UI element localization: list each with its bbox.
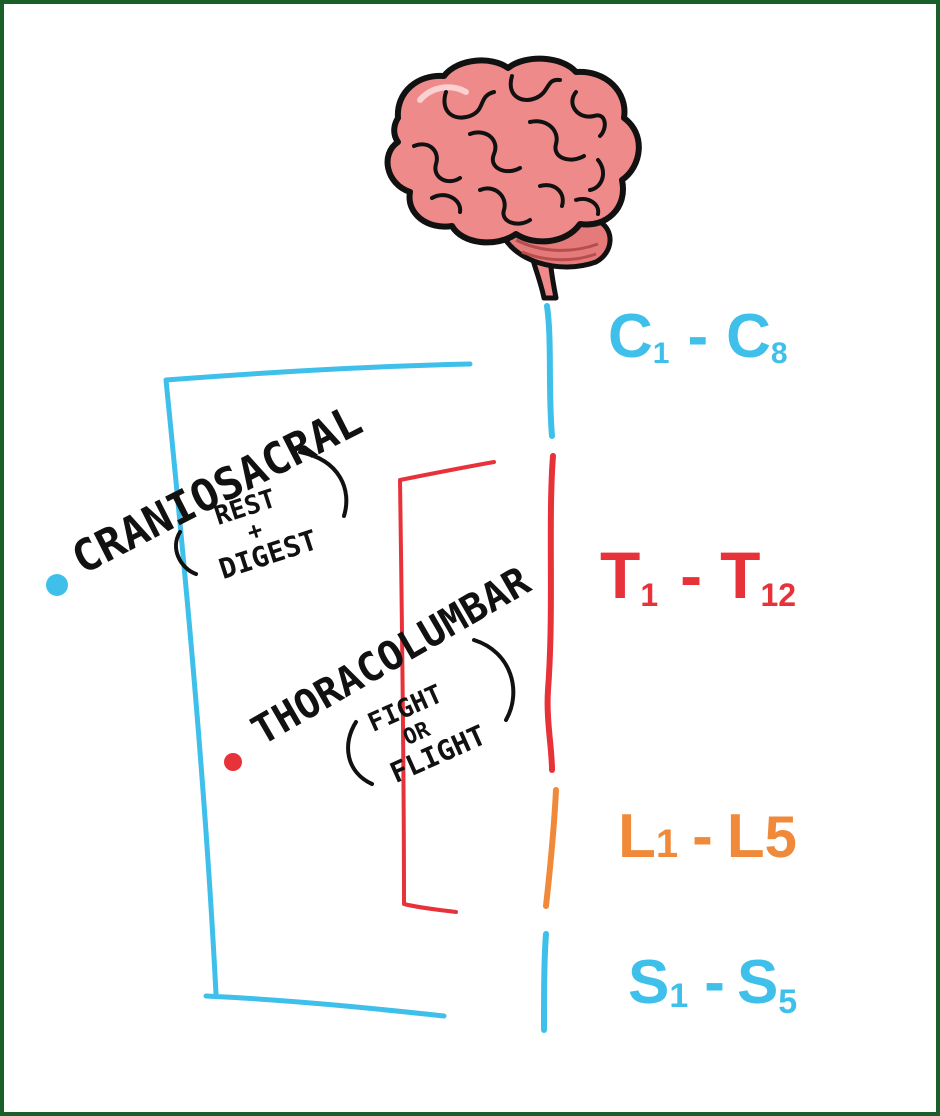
cervical-segment-line <box>544 303 555 439</box>
lumbar-letter: L <box>618 802 656 871</box>
sacral-letter: S <box>628 948 669 1017</box>
sacral-segment-line <box>541 931 549 1033</box>
lumbar-dash: - <box>692 802 713 871</box>
thoracolumbar-note: FIGHT OR FLIGHT <box>364 679 491 789</box>
spinal-cord <box>541 303 559 1033</box>
thoracolumbar-bracket <box>398 460 496 914</box>
segment-label-thoracic: T1-T12 <box>600 538 796 613</box>
sacral-start-number: 1 <box>669 977 688 1015</box>
craniosacral-note-paren-right <box>298 450 349 518</box>
thoracic-start-number: 1 <box>640 577 658 613</box>
craniosacral-note-paren-left <box>174 530 198 576</box>
cerebellum-folds <box>515 238 599 262</box>
craniosacral-note-line3: DIGEST <box>215 523 321 586</box>
segment-label-lumbar: L1-L5 <box>618 802 797 871</box>
cervical-start-number: 1 <box>653 337 670 370</box>
svg-text:T1-T12: T1-T12 <box>600 538 796 613</box>
cervical-end-number: 8 <box>771 337 788 370</box>
thoracic-letter-end: T <box>720 538 760 612</box>
thoracic-letter: T <box>600 538 640 612</box>
thoracolumbar-note-paren-right <box>472 638 516 722</box>
cerebrum <box>384 55 642 246</box>
lumbar-letter-end: L <box>727 802 765 871</box>
cervical-dash: - <box>687 302 708 371</box>
svg-text:S1-S5: S1-S5 <box>628 948 797 1021</box>
thoracic-segment-line <box>544 453 556 773</box>
lumbar-end-number: 5 <box>765 805 797 870</box>
lumbar-segment-line <box>543 787 559 909</box>
brain-folds <box>412 74 607 226</box>
sacral-letter-end: S <box>737 948 778 1017</box>
brain-icon <box>384 55 642 301</box>
sacral-dash: - <box>704 948 725 1017</box>
thoracic-end-number: 12 <box>760 577 796 613</box>
craniosacral-bracket <box>163 361 473 1019</box>
cervical-letter-end: C <box>726 302 771 371</box>
brain-highlight <box>417 84 469 103</box>
sacral-end-number: 5 <box>778 983 797 1021</box>
cervical-letter: C <box>608 302 653 371</box>
segment-label-cervical: C1-C8 <box>608 302 788 371</box>
thoracolumbar-dot <box>224 753 242 771</box>
lumbar-start-number: 1 <box>656 822 678 866</box>
craniosacral-dot <box>46 574 68 596</box>
svg-text:C1-C8: C1-C8 <box>608 302 788 371</box>
svg-text:L1-L5: L1-L5 <box>618 802 797 871</box>
nervous-system-diagram: C1-C8 T1-T12 L1-L5 S1-S5 CRANIOSACRAL RE… <box>46 55 797 1033</box>
thoracic-dash: - <box>680 538 702 612</box>
thoracolumbar-note-paren-left <box>346 720 374 786</box>
segment-label-sacral: S1-S5 <box>628 948 797 1021</box>
